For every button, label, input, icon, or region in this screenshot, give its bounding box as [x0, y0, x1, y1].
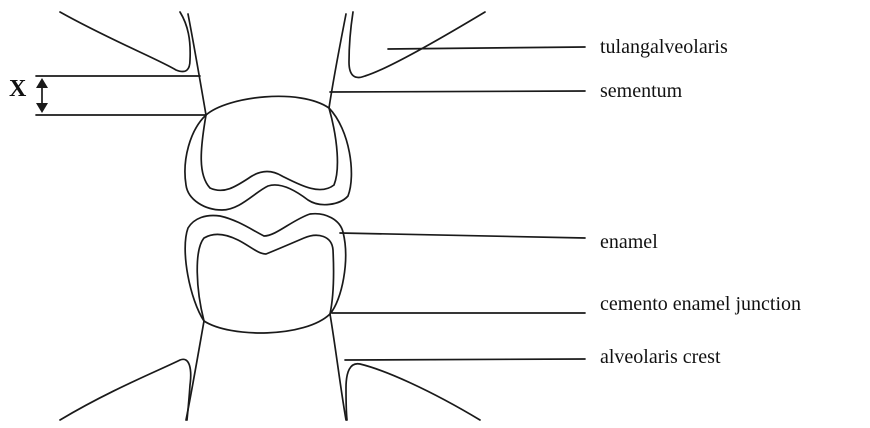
- upper-right-alveolar-bone: [349, 12, 485, 77]
- measurement-x-label: X: [9, 76, 26, 102]
- label-sementum: sementum: [600, 79, 682, 103]
- lower-left-alveolar-bone: [60, 359, 191, 420]
- upper-tooth-root-left: [188, 14, 206, 115]
- leader-tulangalveolaris: [388, 47, 585, 49]
- label-cemento-enamel-junction: cemento enamel junction: [600, 292, 801, 316]
- upper-tooth-dentine: [201, 108, 337, 190]
- lower-tooth-root-right: [330, 314, 346, 420]
- leader-enamel: [340, 233, 585, 238]
- label-tulangalveolaris: tulangalveolaris: [600, 35, 728, 59]
- label-alveolaris-crest: alveolaris crest: [600, 345, 721, 369]
- leader-sementum: [330, 91, 585, 92]
- upper-left-alveolar-bone: [60, 12, 190, 72]
- measurement-double-arrow-icon: [36, 78, 48, 113]
- label-enamel: enamel: [600, 230, 658, 254]
- lower-tooth-dentine: [197, 234, 333, 321]
- upper-tooth-crown: [185, 96, 351, 210]
- leader-alveolaris-crest: [345, 359, 585, 360]
- lower-right-alveolar-bone: [346, 364, 480, 420]
- lower-tooth-crown: [185, 214, 345, 333]
- upper-tooth-root-right: [329, 14, 346, 108]
